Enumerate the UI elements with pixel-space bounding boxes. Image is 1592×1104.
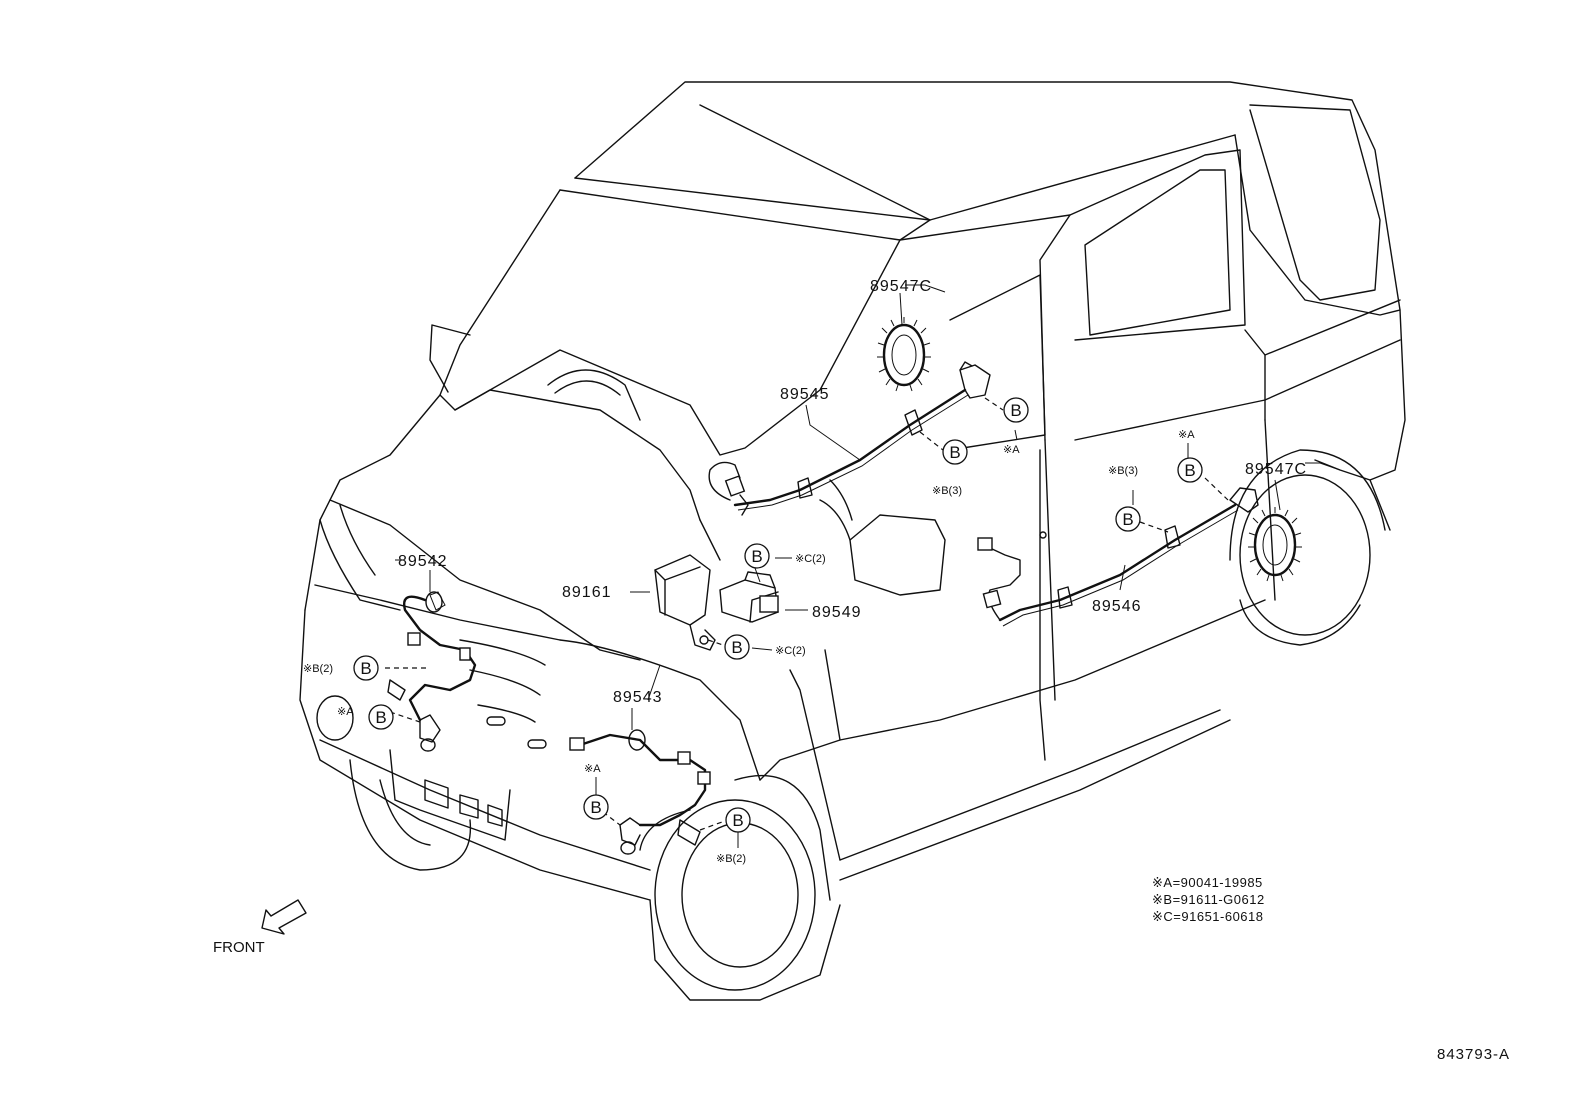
- leader-lines: [395, 284, 1341, 848]
- sensor-harness-89542: [387, 591, 477, 752]
- part-label-89546: 89546: [1092, 598, 1142, 615]
- front-label: FRONT: [213, 939, 265, 956]
- tone-ring-lower: [1248, 507, 1302, 582]
- callout-b-9: B: [583, 794, 609, 820]
- callout-b-5: B: [744, 543, 770, 569]
- note-a-2: ※A: [1178, 429, 1195, 441]
- legend-line-c: ※C=91651-60618: [1152, 909, 1264, 924]
- relay-89549: [719, 571, 779, 623]
- tone-ring-upper: [877, 317, 931, 392]
- sensor-harness-89546: [977, 487, 1259, 627]
- note-b3-2: ※B(3): [1108, 465, 1138, 477]
- callout-b-10: B: [725, 807, 751, 833]
- part-label-89549: 89549: [812, 604, 862, 621]
- note-b2-2: ※B(2): [716, 853, 746, 865]
- part-label-89542: 89542: [398, 553, 448, 570]
- svg-text:B: B: [590, 798, 601, 817]
- svg-text:B: B: [751, 547, 762, 566]
- svg-text:B: B: [375, 708, 386, 727]
- svg-text:B: B: [949, 443, 960, 462]
- callout-b-1: B: [1003, 397, 1029, 423]
- note-a-1: ※A: [1003, 444, 1020, 456]
- part-label-89545: 89545: [780, 386, 830, 403]
- callout-b-7: B: [353, 655, 379, 681]
- note-c2-2: ※C(2): [775, 645, 806, 657]
- legend-line-a: ※A=90041-19985: [1152, 875, 1263, 890]
- callout-b-6: B: [724, 634, 750, 660]
- svg-text:B: B: [1184, 461, 1195, 480]
- part-label-89543: 89543: [613, 689, 663, 706]
- note-a-3: ※A: [337, 706, 354, 718]
- vehicle-outline: [299, 81, 1406, 1001]
- svg-text:B: B: [731, 638, 742, 657]
- callout-b-3: B: [1177, 457, 1203, 483]
- callout-b-8: B: [368, 704, 394, 730]
- note-b2-1: ※B(2): [303, 663, 333, 675]
- part-label-89547c-upper: 89547C: [870, 278, 932, 295]
- front-arrow-icon: [261, 899, 307, 935]
- note-a-4: ※A: [584, 763, 601, 775]
- part-label-89547c-lower: 89547C: [1245, 461, 1307, 478]
- abs-actuator-89161: [654, 554, 716, 651]
- sensor-harness-89543: [569, 729, 711, 855]
- svg-text:B: B: [360, 659, 371, 678]
- fastener-legend: ※A=90041-19985 ※B=91611-G0612 ※C=91651-6…: [1152, 875, 1265, 924]
- note-c2-1: ※C(2): [795, 553, 826, 565]
- sensor-harness-89545: [708, 361, 991, 516]
- svg-text:B: B: [732, 811, 743, 830]
- legend-line-b: ※B=91611-G0612: [1152, 892, 1265, 907]
- svg-text:B: B: [1122, 510, 1133, 529]
- diagram-id: 843793-A: [1437, 1046, 1510, 1063]
- svg-text:B: B: [1010, 401, 1021, 420]
- note-b3-1: ※B(3): [932, 485, 962, 497]
- part-label-89161: 89161: [562, 584, 612, 601]
- callout-b-4: B: [1115, 506, 1141, 532]
- callout-b-2: B: [942, 439, 968, 465]
